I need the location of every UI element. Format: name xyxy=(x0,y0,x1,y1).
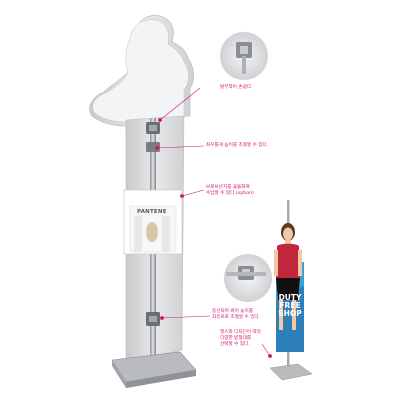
callout-brochure-option: 브로브산지를 꽂을화여 수납할 수 있다.(option) xyxy=(206,185,254,197)
callout-detachable: 탈부착이 손쉽다. xyxy=(220,85,253,90)
callout-free-adjust: 동산되며 봐어 높이를 자유로로 조절할 수 있다. xyxy=(212,309,261,321)
silhouette-panel-front xyxy=(92,19,189,123)
banner-base xyxy=(269,363,313,381)
banner-text-line3: SHOP xyxy=(278,309,302,318)
callout-base-options: 행스와 디자인어 따라 다양한 받형대를 선택할 수 있다. xyxy=(220,330,261,348)
brochure-brand-label: PANTENE xyxy=(137,209,167,215)
callout-lines xyxy=(155,87,272,358)
woman-model xyxy=(274,223,302,330)
callout-height-adjust: 좌우틀게 높이를 조절할 수 있다. xyxy=(206,143,269,148)
banner-text-line2: FREE xyxy=(279,301,301,310)
banner-text-line1: DUTY xyxy=(278,293,302,302)
